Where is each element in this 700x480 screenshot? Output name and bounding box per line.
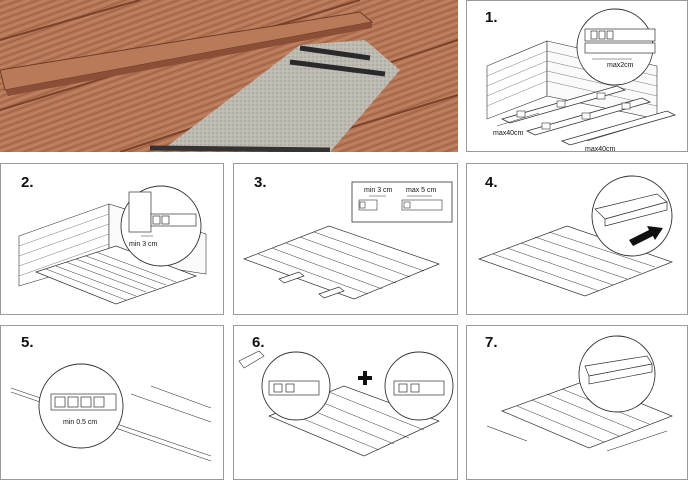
dim-label-min05cm: min 0.5 cm	[63, 419, 97, 426]
decking-photo-drawing	[0, 0, 458, 152]
dim-label-min3cm: min 3 cm	[129, 241, 158, 248]
step-2-panel: 2. min 3 cm	[0, 163, 224, 315]
dim-label-min3cm: min 3 cm	[364, 187, 393, 194]
dim-label-max2cm: max2cm	[607, 62, 634, 69]
tool-icon	[238, 350, 265, 369]
step-3-drawing: min 3 cm max 5 cm	[243, 181, 453, 300]
step-5-panel: 5. min 0.5 cm	[0, 325, 224, 480]
step-5-drawing: min 0.5 cm	[10, 363, 212, 462]
step-4-panel: 4.	[466, 163, 688, 315]
step-number: 3.	[254, 174, 267, 191]
step-6-panel: 6.	[233, 325, 458, 480]
dim-label-max40cm-left: max40cm	[493, 130, 524, 137]
step-number: 6.	[252, 334, 265, 351]
plus-icon	[358, 371, 372, 385]
step-6-drawing	[238, 350, 454, 457]
decking-photo	[0, 0, 458, 152]
step-1-panel: 1. max	[466, 0, 688, 152]
step-7-drawing	[486, 335, 673, 452]
step-3-panel: 3. min 3 cm max 5 cm	[233, 163, 458, 315]
dim-label-max5cm: max 5 cm	[406, 187, 437, 194]
step-number: 4.	[485, 174, 498, 191]
step-number: 1.	[485, 9, 498, 26]
step-7-panel: 7.	[466, 325, 688, 480]
step-2-drawing: min 3 cm	[18, 185, 207, 305]
step-number: 5.	[21, 334, 34, 351]
push-arrow-icon	[629, 226, 663, 246]
step-1-drawing: max2cm max40cm max40cm	[486, 8, 677, 152]
step-4-drawing	[477, 175, 674, 297]
step-number: 7.	[485, 334, 498, 351]
dim-label-max40cm-right: max40cm	[585, 146, 616, 152]
step-number: 2.	[21, 174, 34, 191]
